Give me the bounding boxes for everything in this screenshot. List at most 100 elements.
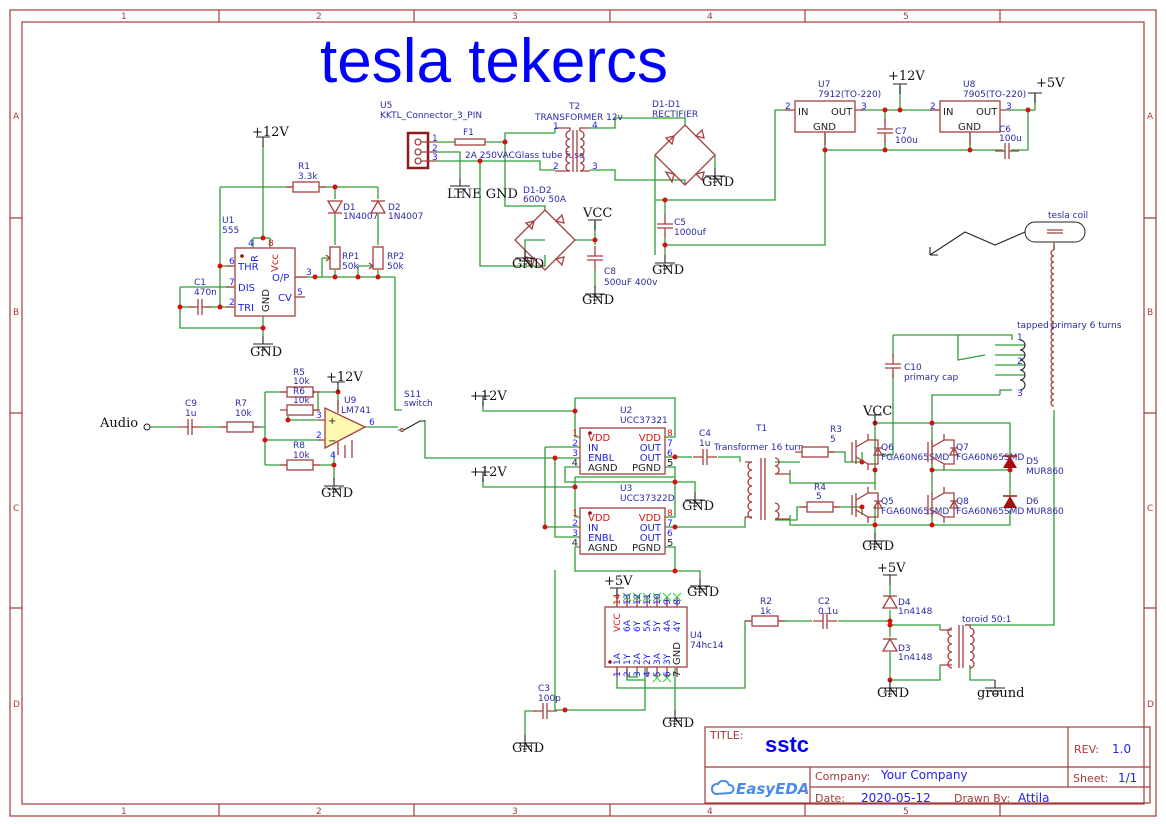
- q6-ref: Q6: [881, 443, 894, 453]
- primary-label: tapped primary 6 turns: [1017, 321, 1122, 331]
- sheet-value: 1/1: [1118, 771, 1137, 785]
- transformer-t2[interactable]: T2 TRANSFORMER 12v 1 2 4 3: [534, 102, 624, 172]
- company-label: Company:: [815, 770, 870, 783]
- igbt-q6[interactable]: Q6 FGA60N65SMD: [851, 433, 949, 471]
- regulator-u8[interactable]: U8 7905(TO-220) IN OUT GND 2 3: [930, 80, 1026, 145]
- diode-d4[interactable]: D4 1n4148: [882, 595, 933, 617]
- capacitor-c7[interactable]: C7 100u: [876, 118, 918, 146]
- pin-label: 2A: [633, 652, 643, 665]
- pin-label: 6A: [623, 619, 633, 632]
- rp2-value: 50k: [387, 262, 404, 272]
- d6-ref: D6: [1026, 497, 1039, 507]
- diode-d2[interactable]: D2 1N4007: [370, 200, 423, 222]
- d2-ref: D2: [388, 203, 401, 213]
- capacitor-c5[interactable]: C5 1000uf: [656, 213, 707, 239]
- power-12v-reg: +12V: [888, 69, 925, 95]
- c5-ref: C5: [674, 218, 686, 228]
- tesla-coil[interactable]: tesla coil: [929, 211, 1088, 407]
- resistor-r6[interactable]: R6 10k: [279, 387, 321, 416]
- igbt-q7[interactable]: Q7 FGA60N65SMD: [927, 433, 1024, 471]
- resistor-r2[interactable]: R2 1k: [744, 597, 786, 627]
- pin-number: 1: [613, 671, 623, 677]
- u3-value: UCC37322D: [620, 494, 675, 504]
- capacitor-c3[interactable]: C3 100p: [532, 684, 561, 720]
- audio-input-terminal[interactable]: [143, 423, 151, 431]
- t2-ref: T2: [568, 102, 580, 112]
- pin-number: 2: [316, 431, 322, 441]
- resistor-r5[interactable]: R5 10k: [279, 368, 321, 398]
- rev-label: REV:: [1074, 743, 1099, 756]
- potentiometer-rp2[interactable]: RP2 50k: [368, 246, 404, 272]
- pin-label: 3A: [653, 652, 663, 665]
- capacitor-c4[interactable]: C4 1u: [692, 429, 718, 466]
- rp2-ref: RP2: [387, 252, 404, 262]
- switch-s11[interactable]: S11 switch: [398, 390, 433, 433]
- pin-number: 2: [572, 519, 578, 529]
- bridge-rectifier-d1-d2[interactable]: D1-D2 600v 50A: [514, 186, 576, 271]
- d1-d2-ref: D1-D2: [523, 186, 552, 196]
- gate-driver-u3[interactable]: U3 UCC37322D VDD IN ENBL AGND VDD OUT OU…: [572, 484, 675, 555]
- connector-u5[interactable]: U5 KKTL_Connector_3_PIN 1 2 3: [380, 101, 482, 170]
- pin-number: 1: [572, 429, 578, 439]
- page-title: tesla tekercs: [320, 27, 668, 96]
- transformer-t1[interactable]: T1 Transformer 16 turn: [713, 424, 804, 520]
- u3-ref: U3: [620, 484, 632, 494]
- bridge-rectifier-d1-d1[interactable]: D1-D1 RECTIFIER: [652, 100, 716, 186]
- capacitor-c8[interactable]: C8 500uF 400v: [586, 245, 658, 288]
- diode-d5[interactable]: D5 MUR860: [1002, 455, 1064, 477]
- c3-value: 100p: [538, 694, 561, 704]
- gnd-u4: GND: [662, 709, 694, 731]
- fuse-f1[interactable]: F1 2A 250VACGlass tube fuse: [454, 128, 585, 161]
- r5-value: 10k: [293, 377, 310, 387]
- pin-label: IN: [588, 523, 598, 534]
- capacitor-c2[interactable]: C2 0.1u: [812, 597, 838, 630]
- pin-label: VDD: [639, 433, 662, 444]
- capacitor-c9[interactable]: C9 1u: [177, 399, 203, 436]
- d1-ref: D1: [343, 203, 356, 213]
- gate-driver-u2[interactable]: U2 UCC37321 VDD IN ENBL AGND VDD OUT OUT…: [572, 406, 674, 475]
- pin-label: VDD: [639, 513, 662, 524]
- pin-number: 7: [667, 519, 673, 529]
- capacitor-c6[interactable]: C6 100u: [994, 125, 1022, 160]
- pin-label: DIS: [238, 283, 255, 294]
- c10-ref: C10: [904, 363, 922, 373]
- pin-label: TRI: [237, 303, 254, 314]
- component-u1-555[interactable]: U1 555 THR DIS TRI O/P CV R Vcc GND 6 7 …: [222, 216, 312, 317]
- pin-label: OUT: [640, 533, 662, 544]
- r8-ref: R8: [293, 441, 305, 451]
- resistor-r3[interactable]: R3 5: [794, 425, 842, 458]
- pin-number: 1: [432, 134, 438, 144]
- column-label: 5: [903, 807, 909, 817]
- resistor-r1[interactable]: R1 3.3k: [285, 162, 327, 193]
- diode-d1[interactable]: D1 1N4007: [327, 200, 378, 222]
- diode-d6[interactable]: D6 MUR860: [1002, 495, 1064, 517]
- rp1-value: 50k: [342, 262, 359, 272]
- diode-d3[interactable]: D3 1n4148: [882, 638, 933, 663]
- resistor-r4[interactable]: R4 5: [799, 483, 841, 513]
- r1-ref: R1: [298, 162, 310, 172]
- r5-ref: R5: [293, 368, 305, 378]
- rp1-ref: RP1: [342, 252, 359, 262]
- capacitor-c1[interactable]: C1 470n: [187, 278, 217, 316]
- opamp-u9[interactable]: +− U9 LM741 3 2 6 4: [316, 396, 375, 461]
- pin-number: 2: [930, 102, 936, 112]
- r6-value: 10k: [293, 396, 310, 406]
- regulator-u7[interactable]: U7 7912(TO-220) IN OUT GND 2 3: [785, 80, 881, 145]
- capacitor-c10[interactable]: C10 primary cap: [884, 353, 959, 383]
- igbt-q8[interactable]: Q8 FGA60N65SMD: [927, 486, 1024, 524]
- resistor-r8[interactable]: R8 10k: [279, 441, 321, 471]
- pin-number: 3: [432, 153, 438, 163]
- potentiometer-rp1[interactable]: RP1 50k: [325, 246, 359, 272]
- pin-label: Vcc: [270, 254, 281, 272]
- power-5v-d4: +5V: [877, 561, 906, 586]
- tapped-primary[interactable]: tapped primary 6 turns 1 2 3: [958, 321, 1122, 399]
- igbt-q5[interactable]: Q5 FGA60N65SMD: [851, 486, 949, 524]
- c10-value: primary cap: [904, 373, 959, 383]
- pin-number: 10: [653, 593, 663, 605]
- r2-ref: R2: [760, 597, 772, 607]
- pin-label: 3Y: [663, 653, 673, 665]
- resistor-r7[interactable]: R7 10k: [219, 399, 261, 433]
- d1-d1-ref: D1-D1: [652, 100, 681, 110]
- toroid-transformer[interactable]: toroid 50:1: [940, 615, 1011, 669]
